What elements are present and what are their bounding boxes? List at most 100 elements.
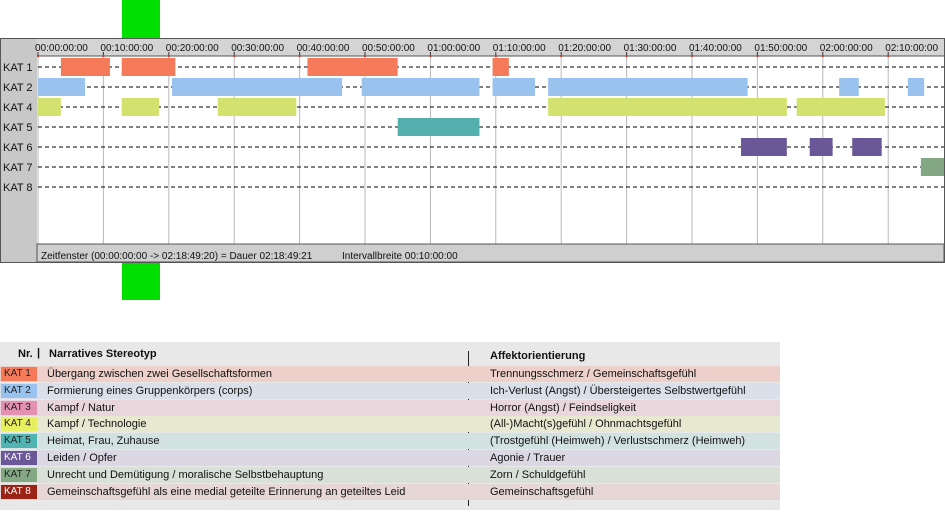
legend-row: KAT 7 Unrecht und Demütigung / moralische… [0,466,780,483]
tick-label: 00:50:00:00 [362,43,415,54]
tick-marker [37,55,39,57]
row-label: KAT 4 [3,102,33,114]
segment-bar [796,98,885,116]
segment-bar [920,158,944,176]
legend-badge: KAT 6 [1,451,37,465]
tick-label: 01:30:00:00 [624,43,677,54]
tick-marker [364,55,366,57]
tick-marker [494,55,497,57]
tick-label: 01:20:00:00 [558,43,611,54]
legend-narrative: Kampf / Technologie [47,418,147,431]
legend-badge: KAT 4 [1,417,37,432]
tick-label: 02:10:00:00 [885,43,938,54]
legend-affect: Horror (Angst) / Feindseligkeit [490,401,637,414]
legend-narrative: Unrecht und Demütigung / moralische Selb… [47,468,324,481]
row-label: KAT 6 [3,142,33,154]
legend-row: KAT 3 Kampf / Natur Horror (Angst) / Feind… [0,399,780,416]
legend-badge: KAT 3 [1,400,37,415]
segment-bar [121,98,159,116]
legend-narrative: Formierung eines Gruppenkörpers (corps) [47,384,253,397]
segment-bar [38,78,86,96]
legend-badge: KAT 8 [1,484,37,499]
legend-row: KAT 5 Heimat, Frau, Zuhause (Trostgefühl (… [0,433,780,450]
legend-row: KAT 4 Kampf / Technologie (All-)Macht(s)ge… [0,416,780,433]
legend-affect: Ich-Verlust (Angst) / Übersteigertes Sel… [490,384,746,397]
segment-bar [809,138,833,156]
time-ruler [37,39,944,56]
segment-bar [548,98,787,116]
legend-row: KAT 6 Leiden / Opfer Agonie / Trauer [0,450,780,466]
tick-label: 01:10:00:00 [493,43,546,54]
tick-label: 01:50:00:00 [754,43,807,54]
green-marker-top [122,0,160,38]
legend-row: KAT 2 Formierung eines Gruppenkörpers (co… [0,382,780,399]
legend-header-separator: | [37,347,41,359]
legend-affect: Agonie / Trauer [490,452,566,464]
segment-bar [548,78,748,96]
segment-bar [121,58,176,76]
tick-marker [298,55,301,57]
status-window-text: Zeitfenster (00:00:00:00 -> 02:18:49:20)… [41,251,313,262]
tick-marker [102,55,105,57]
segment-bar [217,98,297,116]
row-label: KAT 5 [3,122,33,134]
segment-bar [492,78,536,96]
legend-header-narrative: Narratives Stereotyp [49,348,157,360]
legend-affect: Trennungsschmerz / Gemeinschaftsgefühl [490,368,697,380]
category-legend: Nr. | Narratives Stereotyp Affektorienti… [0,342,780,510]
tick-label: 00:10:00:00 [100,43,153,54]
tick-marker [691,55,693,57]
segment-bar [60,58,110,76]
tick-marker [167,55,170,57]
segment-bar [852,138,882,156]
legend-row: KAT 8 Gemeinschaftsgefühl als eine medial… [0,483,780,500]
legend-affect: (All-)Macht(s)gefühl / Ohnmachtsgefühl [490,418,682,431]
legend-affect: (Trostgefühl (Heimweh) / Verlustschmerz … [490,435,746,448]
segment-bar [172,78,343,96]
tick-label: 00:00:00:00 [35,43,88,54]
legend-narrative: Übergang zwischen zwei Gesellschaftsform… [47,368,272,380]
tick-marker [756,55,759,57]
segment-bar [741,138,787,156]
row-label: KAT 7 [3,162,33,174]
tick-marker [887,55,890,57]
legend-header-affect: Affektorientierung [490,350,586,362]
legend-badge: KAT 7 [1,467,37,482]
legend-affect: Gemeinschaftsgefühl [490,485,594,498]
tick-marker [429,55,432,57]
tick-label: 00:40:00:00 [297,43,350,54]
legend-row: KAT 1 Übergang zwischen zwei Gesellschaft… [0,366,780,382]
legend-badge: KAT 5 [1,434,37,449]
tick-label: 00:30:00:00 [231,43,284,54]
segment-bar [907,78,925,96]
segment-bar [38,98,61,116]
tick-marker [821,55,824,57]
row-label: KAT 2 [3,82,33,94]
status-interval-text: Intervallbreite 00:10:00:00 [342,251,458,262]
legend-badge: KAT 1 [1,367,37,381]
segment-bar [307,58,398,76]
tick-label: 02:00:00:00 [820,43,873,54]
tick-label: 01:00:00:00 [427,43,480,54]
row-label: KAT 1 [3,62,33,74]
legend-narrative: Heimat, Frau, Zuhause [47,435,160,448]
status-bar [36,243,945,263]
segment-bar [361,78,480,96]
segment-bar [839,78,859,96]
tick-marker [233,55,236,57]
row-label: KAT 8 [3,182,33,194]
legend-narrative: Leiden / Opfer [47,452,117,464]
segment-bar [492,58,509,76]
legend-narrative: Kampf / Natur [47,401,115,414]
tick-label: 00:20:00:00 [166,43,219,54]
legend-header-nr: Nr. [18,348,33,360]
timeline-chart: 00:00:00:00 00:10:00:00 00:20:00:00 00:30:0… [0,38,945,263]
legend-narrative: Gemeinschaftsgefühl als eine medial gete… [47,485,406,498]
tick-marker [625,55,628,57]
legend-badge: KAT 2 [1,383,37,398]
green-marker-bottom [122,262,160,300]
tick-marker [560,55,563,57]
legend-affect: Zorn / Schuldgefühl [490,468,586,481]
segment-bar [397,118,480,136]
tick-label: 01:40:00:00 [689,43,742,54]
